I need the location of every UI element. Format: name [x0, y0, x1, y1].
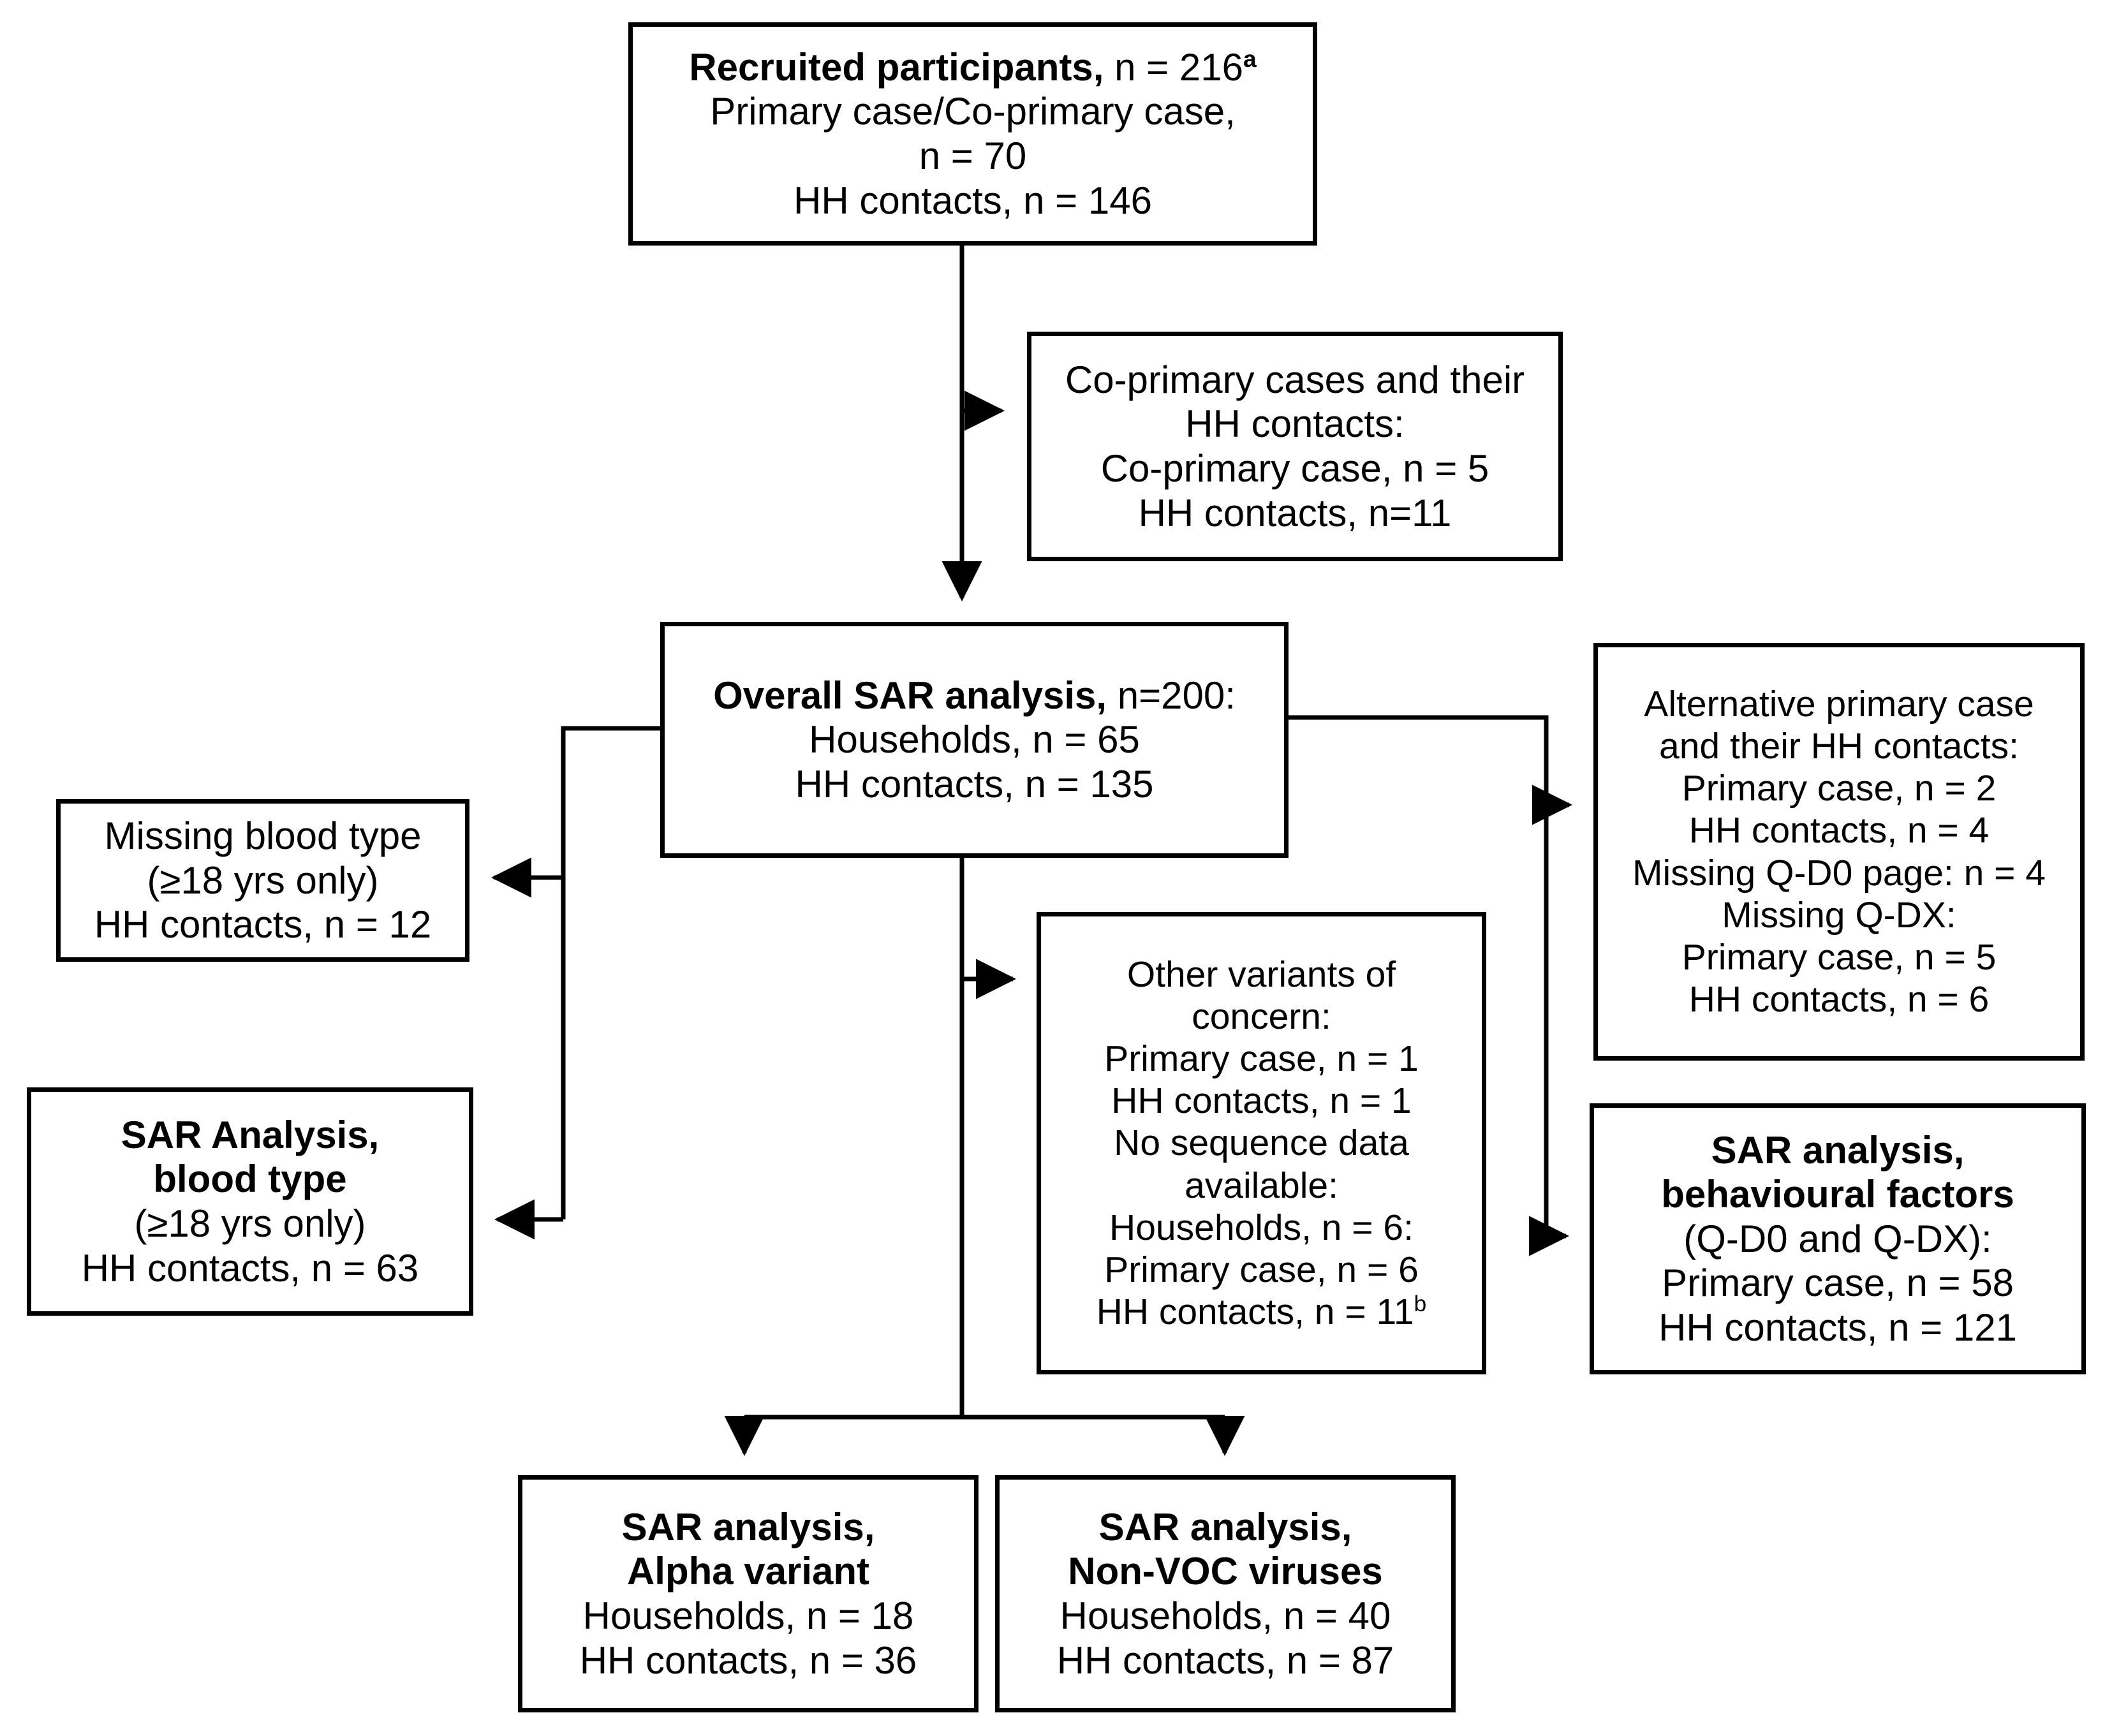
- node-line: HH contacts, n = 11b: [1096, 1291, 1427, 1332]
- node-line: Recruited participants, n = 216a: [689, 45, 1257, 89]
- node-overall-sar-analysis[interactable]: Overall SAR analysis, n=200: Households,…: [660, 622, 1289, 858]
- node-line: SAR Analysis,: [121, 1113, 380, 1156]
- node-line: Missing blood type: [104, 814, 422, 858]
- node-line: HH contacts, n = 87: [1056, 1638, 1394, 1682]
- node-line: No sequence data: [1114, 1122, 1409, 1164]
- node-line: SAR analysis,: [1711, 1128, 1965, 1172]
- node-line: behavioural factors: [1661, 1173, 2014, 1216]
- node-line: Households, n = 6:: [1109, 1207, 1414, 1248]
- node-line: Primary case, n = 5: [1681, 936, 1997, 978]
- node-line: Alternative primary case: [1644, 684, 2034, 725]
- node-sar-analysis-alpha-variant[interactable]: SAR analysis, Alpha variant Households, …: [518, 1475, 979, 1712]
- node-co-primary-cases-excluded[interactable]: Co-primary cases and their HH contacts: …: [1027, 332, 1563, 561]
- edge-overall-right-spine-upper: [1289, 715, 1549, 805]
- node-line: and their HH contacts:: [1659, 726, 2019, 767]
- node-line: HH contacts, n = 121: [1658, 1306, 2017, 1349]
- node-line: available:: [1185, 1165, 1338, 1206]
- node-line: Households, n = 40: [1060, 1594, 1391, 1637]
- node-line: HH contacts, n=11: [1138, 491, 1452, 534]
- node-line: HH contacts, n = 63: [81, 1246, 419, 1290]
- node-line: (≥18 yrs only): [134, 1202, 366, 1245]
- node-line: Missing Q-DX:: [1722, 894, 1956, 936]
- node-line: (Q-D0 and Q-DX):: [1683, 1217, 1992, 1260]
- node-line: SAR analysis,: [1098, 1505, 1352, 1548]
- node-line: HH contacts, n = 4: [1688, 810, 1990, 851]
- node-line: Missing Q-D0 page: n = 4: [1632, 852, 2046, 894]
- node-line: HH contacts, n = 12: [94, 903, 432, 946]
- node-line: (≥18 yrs only): [147, 858, 379, 902]
- node-line: Households, n = 65: [809, 718, 1140, 761]
- node-line: HH contacts:: [1185, 402, 1405, 446]
- node-line: HH contacts, n = 6: [1688, 978, 1990, 1020]
- node-line: HH contacts, n = 135: [795, 762, 1154, 805]
- node-line: Co-primary cases and their: [1065, 358, 1525, 401]
- node-sar-analysis-blood-type[interactable]: SAR Analysis, blood type (≥18 yrs only) …: [27, 1087, 473, 1316]
- node-sar-analysis-non-voc-viruses[interactable]: SAR analysis, Non-VOC viruses Households…: [995, 1475, 1456, 1712]
- node-line: Overall SAR analysis, n=200:: [713, 673, 1236, 717]
- node-other-variants-of-concern-excluded[interactable]: Other variants of concern: Primary case,…: [1037, 912, 1486, 1374]
- node-missing-blood-type-excluded[interactable]: Missing blood type (≥18 yrs only) HH con…: [56, 799, 469, 962]
- edge-overall-left-spine-upper: [561, 726, 660, 878]
- node-line: HH contacts, n = 36: [579, 1638, 917, 1682]
- node-line: blood type: [153, 1158, 347, 1201]
- node-line: Primary case, n = 6: [1104, 1249, 1419, 1290]
- node-line: Primary case, n = 2: [1681, 768, 1997, 809]
- node-line: n = 70: [919, 135, 1027, 177]
- node-line: concern:: [1192, 996, 1331, 1038]
- node-line: SAR analysis,: [621, 1505, 875, 1548]
- node-line: HH contacts, n = 1: [1111, 1080, 1412, 1122]
- node-recruited-participants[interactable]: Recruited participants, n = 216a Primary…: [628, 22, 1317, 246]
- node-line: Non-VOC viruses: [1068, 1550, 1383, 1593]
- node-line: Primary case, n = 58: [1662, 1262, 2014, 1305]
- node-line: Other variants of: [1126, 954, 1396, 995]
- node-line: Alpha variant: [626, 1550, 870, 1593]
- node-line: Households, n = 18: [582, 1594, 914, 1637]
- node-sar-analysis-behavioural-factors[interactable]: SAR analysis, behavioural factors (Q-D0 …: [1590, 1103, 2086, 1374]
- node-alternative-primary-case-excluded[interactable]: Alternative primary case and their HH co…: [1593, 643, 2085, 1061]
- node-line: Primary case/Co-primary case,: [710, 90, 1236, 133]
- node-line: Co-primary case, n = 5: [1100, 447, 1489, 490]
- node-line: Primary case, n = 1: [1104, 1038, 1419, 1080]
- node-line: HH contacts, n = 146: [794, 179, 1152, 222]
